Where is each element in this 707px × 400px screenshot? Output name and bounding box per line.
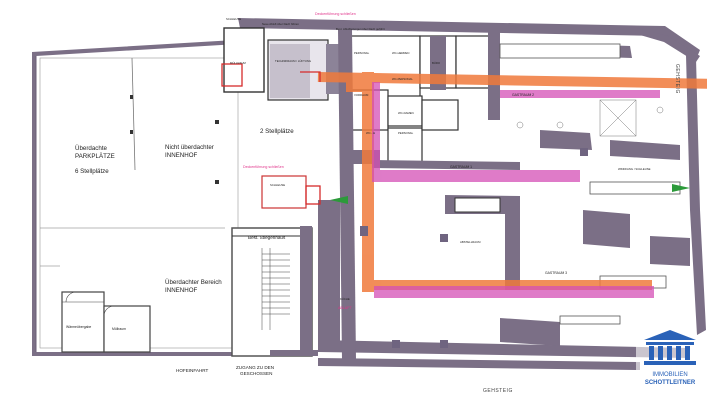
- label-windfang: WINDFANG / SCHLEUSE: [618, 167, 651, 171]
- label-personal2: PERSONAL: [398, 131, 414, 135]
- tables: [516, 99, 664, 137]
- logo-line2: SCHOTTLEITNER: [645, 380, 696, 386]
- label-heat-pump: Wärmeübergabe: [66, 325, 91, 329]
- company-logo: IMMOBILIEN SCHOTTLEITNER: [636, 330, 704, 398]
- inner-walls: [270, 30, 690, 360]
- columns-icon: [644, 330, 696, 365]
- label-stairwell: Best. Stiegenhaus: [248, 235, 286, 240]
- label-waste-room: Müllraum: [112, 327, 126, 331]
- pillars: [360, 148, 588, 348]
- label-wc-men: WC-HERREN: [392, 51, 409, 55]
- label-wc-staff: WC-PERSONAL: [392, 77, 413, 81]
- duct-pink: [372, 82, 660, 298]
- label-kitchen: KÜCHE: [340, 297, 350, 301]
- label-pink-mid: Deckenführung schließen: [243, 165, 284, 169]
- label-gate: HOFEINFAHRT: [176, 368, 209, 373]
- label-wc-h: WC - H: [366, 131, 375, 135]
- label-tech-room: TECHNIKRAUM / LÜFTUNG: [275, 59, 311, 63]
- stairwell: [231, 226, 313, 357]
- label-storage: ABSTELLRAUM: [460, 240, 481, 244]
- label-wc-women: WC-DAMEN: [398, 111, 414, 115]
- label-pink-top: Deckenführung schließen: [315, 12, 356, 16]
- waste-rooms: [61, 291, 151, 353]
- street-right: GEHSTEIG: [674, 64, 680, 94]
- label-parking-covered-1: Überdachte: [75, 145, 108, 152]
- label-courtyard-open-1: Nicht überdachter: [165, 144, 214, 151]
- red-markers: [221, 63, 321, 205]
- street-bottom: GEHSTEIG: [483, 388, 513, 394]
- label-parking-spots-6: 6 Stellplätze: [75, 168, 109, 175]
- label-vestibule: VORRAUM: [354, 93, 369, 97]
- outer-walls: [32, 18, 706, 370]
- label-covered-area-1: Überdachter Bereich: [165, 279, 222, 286]
- duct-orange: [317, 72, 707, 292]
- label-dining-2: GASTRAUM 2: [512, 93, 534, 97]
- logo-line1: IMMOBILIEN: [652, 372, 687, 378]
- label-parking-covered-2: PARKPLÄTZE: [75, 153, 115, 160]
- label-airlock-top: SCHLEUSE: [226, 17, 241, 21]
- label-airlock-mid: SCHLEUSE: [270, 183, 285, 187]
- label-pink-kitchen: ABLUFT: [338, 306, 353, 310]
- label-office: BÜRO: [432, 61, 441, 65]
- green-arrows: [330, 184, 690, 204]
- label-parking-spots-2: 2 Stellplätze: [260, 128, 294, 135]
- label-dining-1: GASTRAUM 1: [450, 165, 472, 169]
- label-covered-area-2: INNENHOF: [165, 287, 198, 294]
- label-courtyard-open-2: INNENHOF: [165, 152, 198, 159]
- label-rolling-room: MÜLLRAUM: [230, 61, 246, 65]
- service-rooms: [223, 27, 493, 209]
- label-best-abluft: Best. Abluftleitungen über Dach geführt: [336, 27, 385, 31]
- label-dining-3: GASTRAUM 3: [545, 271, 567, 275]
- label-access-2: GESCHOSSEN: [240, 371, 272, 376]
- label-staff: PERSONAL: [354, 51, 370, 55]
- label-new-exhaust: Neue Abluft über Dach führen: [262, 22, 299, 26]
- label-access-1: ZUGANG ZU DEN: [236, 365, 274, 370]
